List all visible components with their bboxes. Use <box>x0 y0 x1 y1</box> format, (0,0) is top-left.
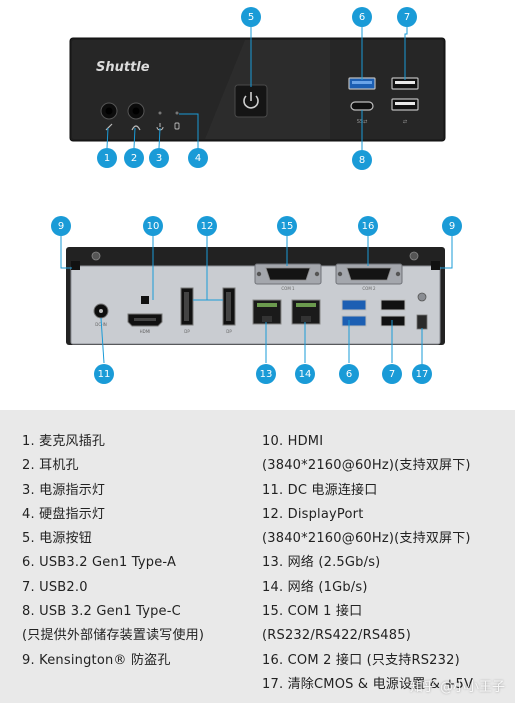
callout-front-4-circle <box>188 148 208 168</box>
legend-item: (3840*2160@60Hz)(支持双屏下) <box>262 458 471 474</box>
callout-front-3-label: 3 <box>156 153 162 164</box>
callout-front-7-circle <box>397 7 417 27</box>
legend-item: 11. DC 电源连接口 <box>262 482 378 498</box>
callout-front-1-label: 1 <box>104 153 110 164</box>
svg-text:COM 1: COM 1 <box>281 286 295 291</box>
callout-front-6-label: 6 <box>359 12 365 23</box>
callout-rear-12-circle <box>197 216 217 236</box>
callout-rear-6-circle <box>339 364 359 384</box>
product-diagram: Shuttle <box>51 7 462 384</box>
svg-text:⇄: ⇄ <box>403 119 407 125</box>
power-button <box>234 84 268 118</box>
front-leader-lines <box>106 27 408 151</box>
legend-item: (RS232/RS422/RS485) <box>262 628 411 644</box>
legend-right-column: 10. HDMI (3840*2160@60Hz)(支持双屏下) 11. DC … <box>262 430 473 697</box>
callout-front-5-circle <box>241 7 261 27</box>
callout-rear-16-label: 16 <box>362 221 375 232</box>
callout-front-8-label: 8 <box>359 155 365 166</box>
legend-item: 1. 麦克风插孔 <box>22 434 106 449</box>
cmos-jumper <box>416 292 428 330</box>
callout-rear-9-label: 9 <box>58 221 64 232</box>
callout-rear-15-label: 15 <box>281 221 294 232</box>
callout-rear-9-label: 9 <box>449 221 455 232</box>
legend-item: 3. 电源指示灯 <box>22 482 106 498</box>
callout-rear-11-circle <box>94 364 114 384</box>
legend-item: 6. USB3.2 Gen1 Type-A <box>22 555 177 571</box>
hdmi-jack: HDMI <box>127 296 163 334</box>
brand-logo: Shuttle <box>96 60 150 75</box>
callout-rear-9-circle <box>442 216 462 236</box>
legend-item: 5. 电源按钮 <box>22 531 92 547</box>
callout-rear-10-label: 10 <box>147 221 160 232</box>
callout-rear-7-label: 7 <box>389 369 395 380</box>
hdd-led <box>174 111 180 130</box>
callout-front-2-label: 2 <box>131 153 137 164</box>
com2-jack: COM 2 <box>335 263 403 291</box>
callout-rear-14-circle <box>295 364 315 384</box>
legend-panel: 1. 麦克风插孔 2. 耳机孔 3. 电源指示灯 4. 硬盘指示灯 5. 电源按… <box>0 410 515 703</box>
callout-rear-7-circle <box>382 364 402 384</box>
legend-item: 16. COM 2 接口 (只支持RS232) <box>262 652 460 668</box>
svg-text:DP: DP <box>226 329 232 334</box>
svg-text:HDMI: HDMI <box>140 329 151 334</box>
front-panel: Shuttle <box>69 37 446 142</box>
legend-item: 9. Kensington® 防盗孔 <box>22 652 171 668</box>
callout-rear-16-circle <box>358 216 378 236</box>
lan-jacks <box>252 299 321 325</box>
callout-front-6-circle <box>352 7 372 27</box>
callout-rear-17-label: 17 <box>416 369 429 380</box>
rear-panel: DC-IN HDMI DP DP COM 1 <box>66 247 445 345</box>
legend-item: (只提供外部储存装置读写使用) <box>22 628 205 644</box>
rear-usb-jacks <box>341 299 406 327</box>
callout-rear-10-circle <box>143 216 163 236</box>
callout-front-5-label: 5 <box>248 12 254 23</box>
callout-rear-14-label: 14 <box>299 369 312 380</box>
watermark: 知乎 @小小王子 <box>409 680 505 695</box>
callout-rear-17-circle <box>412 364 432 384</box>
legend-item: 7. USB2.0 <box>22 579 88 595</box>
callout-front-4-label: 4 <box>195 153 201 164</box>
svg-text:COM 2: COM 2 <box>362 286 376 291</box>
legend-item: 17. 清除CMOS & 电源设置 & +5V <box>262 676 474 692</box>
headphone-jack <box>127 102 145 131</box>
callout-rear-11-label: 11 <box>98 369 111 380</box>
front-usb3-port <box>348 77 376 90</box>
legend-item: 2. 耳机孔 <box>22 458 79 474</box>
legend-item: 13. 网络 (2.5Gb/s) <box>262 555 381 571</box>
rear-leader-lines <box>60 236 453 364</box>
svg-text:DP: DP <box>184 329 190 334</box>
callout-front-3-circle <box>149 148 169 168</box>
callout-front-8-circle <box>352 150 372 170</box>
legend-item: 14. 网络 (1Gb/s) <box>262 579 368 595</box>
callout-rear-15-circle <box>277 216 297 236</box>
callout-front-7-label: 7 <box>404 12 410 23</box>
displayport-jacks: DP DP <box>180 287 236 334</box>
front-usb-c-port <box>350 101 374 111</box>
callout-rear-6-label: 6 <box>346 369 352 380</box>
callout-rear-12-label: 12 <box>201 221 214 232</box>
callout-rear-13-circle <box>256 364 276 384</box>
legend-item: 4. 硬盘指示灯 <box>22 506 106 522</box>
legend-item: (3840*2160@60Hz)(支持双屏下) <box>262 531 471 547</box>
legend-item: 15. COM 1 接口 <box>262 604 363 620</box>
callout-rear-9-circle <box>51 216 71 236</box>
com1-jack: COM 1 <box>254 263 322 291</box>
callout-rear-13-label: 13 <box>260 369 273 380</box>
legend-item: 10. HDMI <box>262 434 324 449</box>
callout-front-1-circle <box>97 148 117 168</box>
legend-left-column: 1. 麦克风插孔 2. 耳机孔 3. 电源指示灯 4. 硬盘指示灯 5. 电源按… <box>22 430 204 673</box>
microphone-jack <box>100 102 118 131</box>
front-usb2-ports <box>391 77 419 111</box>
legend-item: 8. USB 3.2 Gen1 Type-C <box>22 604 181 620</box>
legend-item: 12. DisplayPort <box>262 506 364 522</box>
callout-front-2-circle <box>124 148 144 168</box>
